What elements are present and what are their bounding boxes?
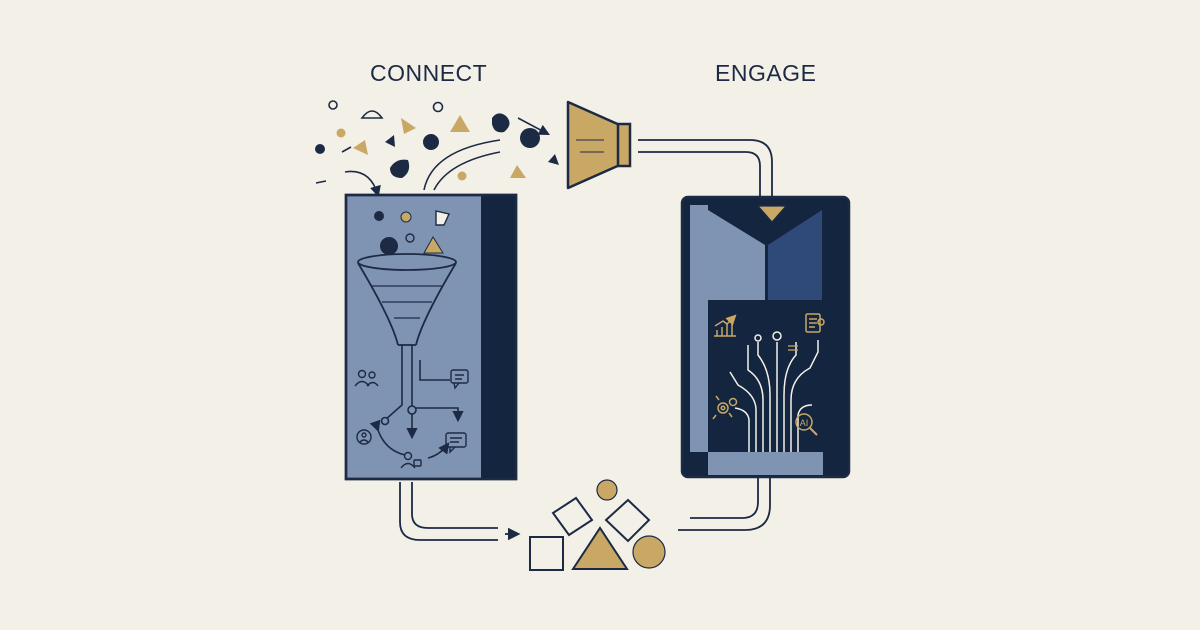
- connector-bottom-left: [399, 482, 521, 541]
- magnifier-icon: AI: [795, 413, 818, 436]
- connector-top-right: [638, 139, 773, 198]
- connector-bottom-right: [678, 478, 771, 531]
- output-shapes: [529, 479, 666, 571]
- megaphone-icon: [566, 100, 632, 190]
- person-icon: [356, 429, 372, 445]
- chart-icon: [714, 314, 737, 337]
- chat-bubble-icon: [445, 432, 467, 454]
- scattered-shapes: [315, 100, 559, 198]
- connect-panel: [344, 193, 518, 481]
- person-icon: [400, 451, 422, 469]
- funnel-icon: [357, 253, 457, 346]
- connect-label: CONNECT: [370, 60, 488, 86]
- people-icon: [354, 369, 379, 387]
- gears-icon: [712, 395, 738, 420]
- engage-label: ENGAGE: [715, 60, 817, 86]
- chat-bubble-icon: [450, 369, 469, 390]
- engage-panel: AI: [680, 195, 851, 479]
- ai-badge: AI: [800, 418, 809, 428]
- document-icon: [805, 313, 825, 333]
- intake-arrows: [423, 117, 550, 191]
